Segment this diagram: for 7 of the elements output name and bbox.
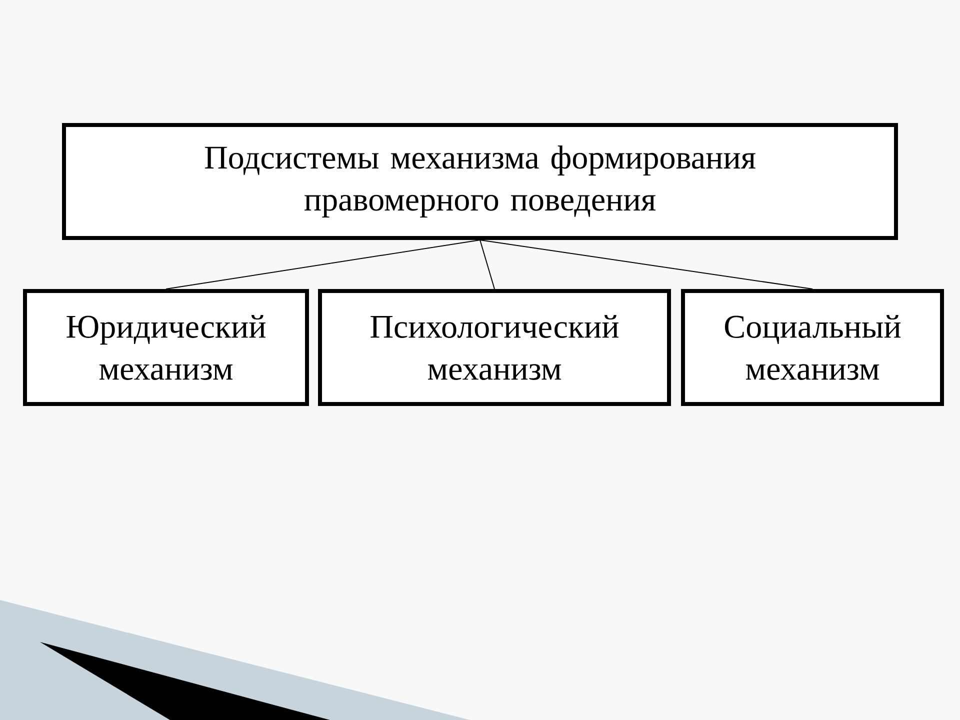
mechanism-box: Юридический механизм (23, 289, 309, 406)
mechanism-box: Социальный механизм (681, 289, 944, 406)
connector-line (166, 240, 480, 290)
title-box: Подсистемы механизма формирования правомерного поведения (62, 123, 898, 240)
connector-line (480, 240, 814, 290)
connector-line (480, 240, 495, 290)
mechanism-box: Психологический механизм (318, 289, 671, 406)
